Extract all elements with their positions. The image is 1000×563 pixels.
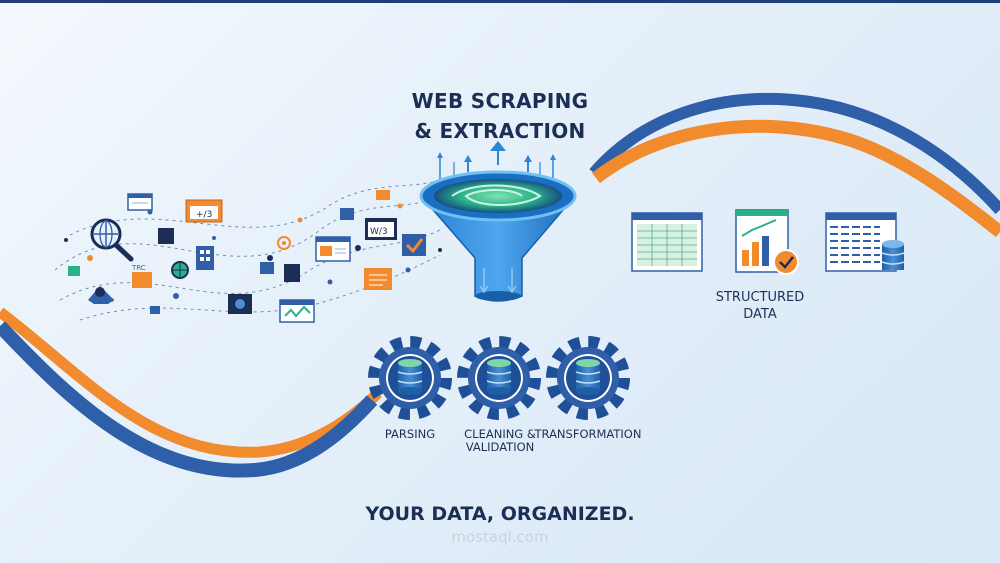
right-swoosh	[589, 92, 1000, 238]
step-transformation-line-1: TRANSFORMATION	[534, 427, 642, 441]
step-label-cleaning: CLEANING & VALIDATION	[440, 428, 560, 454]
chart-report-icon	[735, 209, 799, 275]
structured-line-1: STRUCTURED	[715, 290, 805, 305]
floating-label-b: W/3	[370, 227, 388, 237]
window-card-1	[127, 193, 153, 211]
window-card-2: +/3	[185, 199, 223, 223]
globe-icon	[171, 261, 189, 279]
step-parsing-line-1: PARSING	[384, 427, 436, 441]
window-card-8	[228, 294, 252, 314]
watermark: mostaql.com	[451, 528, 549, 546]
parsing-gear-icon	[368, 336, 452, 420]
window-card-6	[364, 268, 392, 290]
funnel-arrows	[437, 141, 556, 180]
window-card-4	[315, 236, 351, 262]
page-title: WEB SCRAPING & EXTRACTION	[380, 86, 620, 146]
window-card-3	[196, 246, 214, 270]
cleaning-database-icon	[486, 359, 512, 395]
window-card-5: W/3	[365, 218, 397, 240]
step-label-parsing: PARSING	[350, 428, 470, 441]
funnel-icon	[419, 141, 577, 302]
top-border	[0, 0, 1000, 3]
tagline: YOUR DATA, ORGANIZED.	[365, 503, 635, 525]
structured-data-label: STRUCTURED DATA	[690, 289, 830, 323]
cleaning-gear-icon	[457, 336, 541, 420]
floating-label-a: +/3	[196, 210, 212, 220]
title-line-1: WEB SCRAPING	[411, 89, 589, 113]
magnifier-icon	[90, 218, 134, 262]
floating-label-c: TRC	[131, 264, 146, 272]
window-card-9	[68, 190, 390, 314]
transformation-database-icon	[575, 359, 601, 395]
structured-line-2: DATA	[743, 307, 777, 322]
spreadsheet-icon	[631, 212, 703, 272]
transformation-gear-icon	[546, 336, 630, 420]
step-cleaning-line-1: CLEANING &	[464, 427, 536, 441]
title-line-2: & EXTRACTION	[414, 119, 586, 143]
window-card-7	[279, 299, 315, 323]
user-icon	[88, 286, 114, 304]
parsing-database-icon	[397, 359, 423, 395]
table-database-icon	[825, 212, 905, 272]
check-card-icon	[402, 234, 426, 256]
step-label-transformation: TRANSFORMATION	[528, 428, 648, 441]
left-swoosh	[0, 307, 382, 478]
target-icon	[277, 236, 291, 250]
step-cleaning-line-2: VALIDATION	[465, 440, 535, 454]
